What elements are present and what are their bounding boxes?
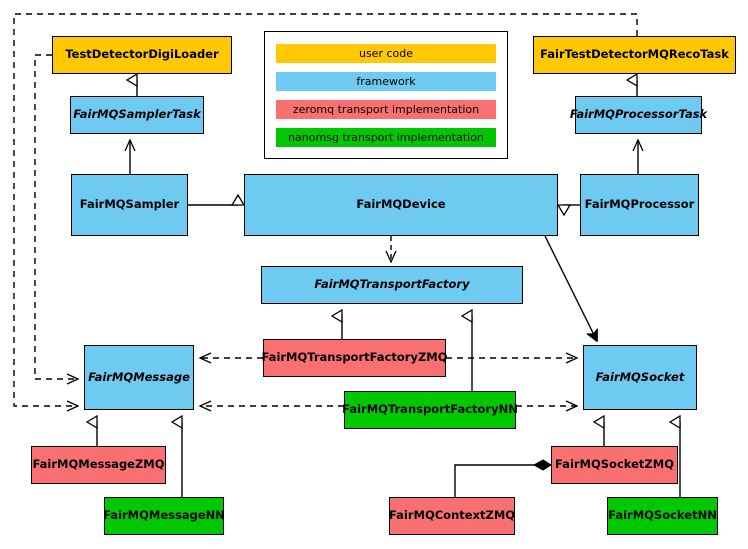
- class-node-FairMQMessageNN[interactable]: FairMQMessageNN: [103, 497, 225, 535]
- legend-panel: user code framework zeromq transport imp…: [264, 31, 508, 159]
- class-node-FairMQSamplerTask[interactable]: FairMQSamplerTask: [70, 96, 204, 134]
- class-node-FairMQTransportFactory[interactable]: FairMQTransportFactory: [261, 266, 523, 304]
- legend-item-nanomsg: nanomsg transport implementation: [276, 127, 496, 147]
- edge-recotask-to-message: [13, 13, 638, 406]
- class-node-FairMQDevice[interactable]: FairMQDevice: [244, 174, 558, 236]
- class-node-FairMQContextZMQ[interactable]: FairMQContextZMQ: [389, 497, 515, 535]
- edge-device-to-socket: [544, 235, 597, 341]
- class-node-FairMQSocketNN[interactable]: FairMQSocketNN: [607, 497, 718, 535]
- legend-item-user-code: user code: [276, 43, 496, 63]
- class-node-FairMQSocket[interactable]: FairMQSocket: [583, 345, 697, 410]
- class-node-FairTestDetectorMQRecoTask[interactable]: FairTestDetectorMQRecoTask: [533, 36, 736, 74]
- class-node-FairMQSocketZMQ[interactable]: FairMQSocketZMQ: [551, 446, 678, 484]
- legend-item-zeromq: zeromq transport implementation: [276, 99, 496, 119]
- class-node-FairMQTransportFactoryZMQ[interactable]: FairMQTransportFactoryZMQ: [262, 339, 448, 377]
- class-node-FairMQProcessor[interactable]: FairMQProcessor: [580, 174, 699, 236]
- class-node-FairMQTransportFactoryNN[interactable]: FairMQTransportFactoryNN: [342, 391, 518, 429]
- class-node-FairMQMessage[interactable]: FairMQMessage: [84, 345, 194, 410]
- edge-socketzmq-to-contextzmq: [454, 459, 552, 497]
- class-node-FairMQSampler[interactable]: FairMQSampler: [71, 174, 188, 236]
- edge-digiloader-to-message: [34, 54, 78, 379]
- class-node-FairMQMessageZMQ[interactable]: FairMQMessageZMQ: [31, 446, 166, 484]
- legend-item-framework: framework: [276, 71, 496, 91]
- class-node-TestDetectorDigiLoader[interactable]: TestDetectorDigiLoader: [52, 36, 232, 74]
- class-node-FairMQProcessorTask[interactable]: FairMQProcessorTask: [570, 96, 707, 134]
